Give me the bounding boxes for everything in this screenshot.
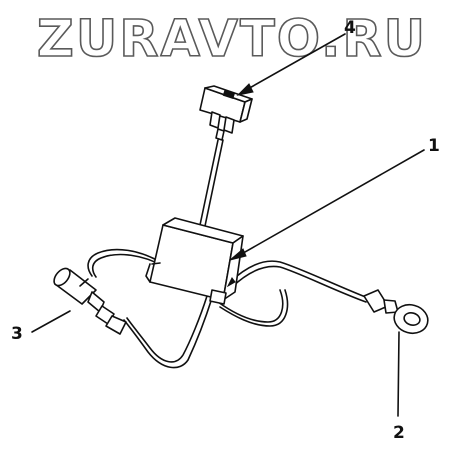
left-wire-loop	[87, 248, 213, 369]
fuse-lead-wire	[199, 139, 224, 227]
leader-line-4	[236, 33, 346, 96]
leader-line-1	[229, 149, 425, 261]
callout-number-1: 1	[428, 136, 440, 156]
right-wire-loop	[217, 260, 369, 327]
ring-terminal	[363, 289, 429, 335]
inline-connector	[53, 267, 127, 335]
fuse-holder-box	[145, 217, 244, 305]
leader-line-3	[31, 310, 71, 333]
blade-fuse	[199, 85, 253, 141]
leader-line-2	[397, 331, 400, 417]
callout-number-3: 3	[11, 324, 23, 344]
callout-number-4: 4	[344, 18, 356, 38]
callout-number-2: 2	[393, 423, 405, 443]
watermark-text: ZURAVTO.RU	[37, 10, 427, 69]
